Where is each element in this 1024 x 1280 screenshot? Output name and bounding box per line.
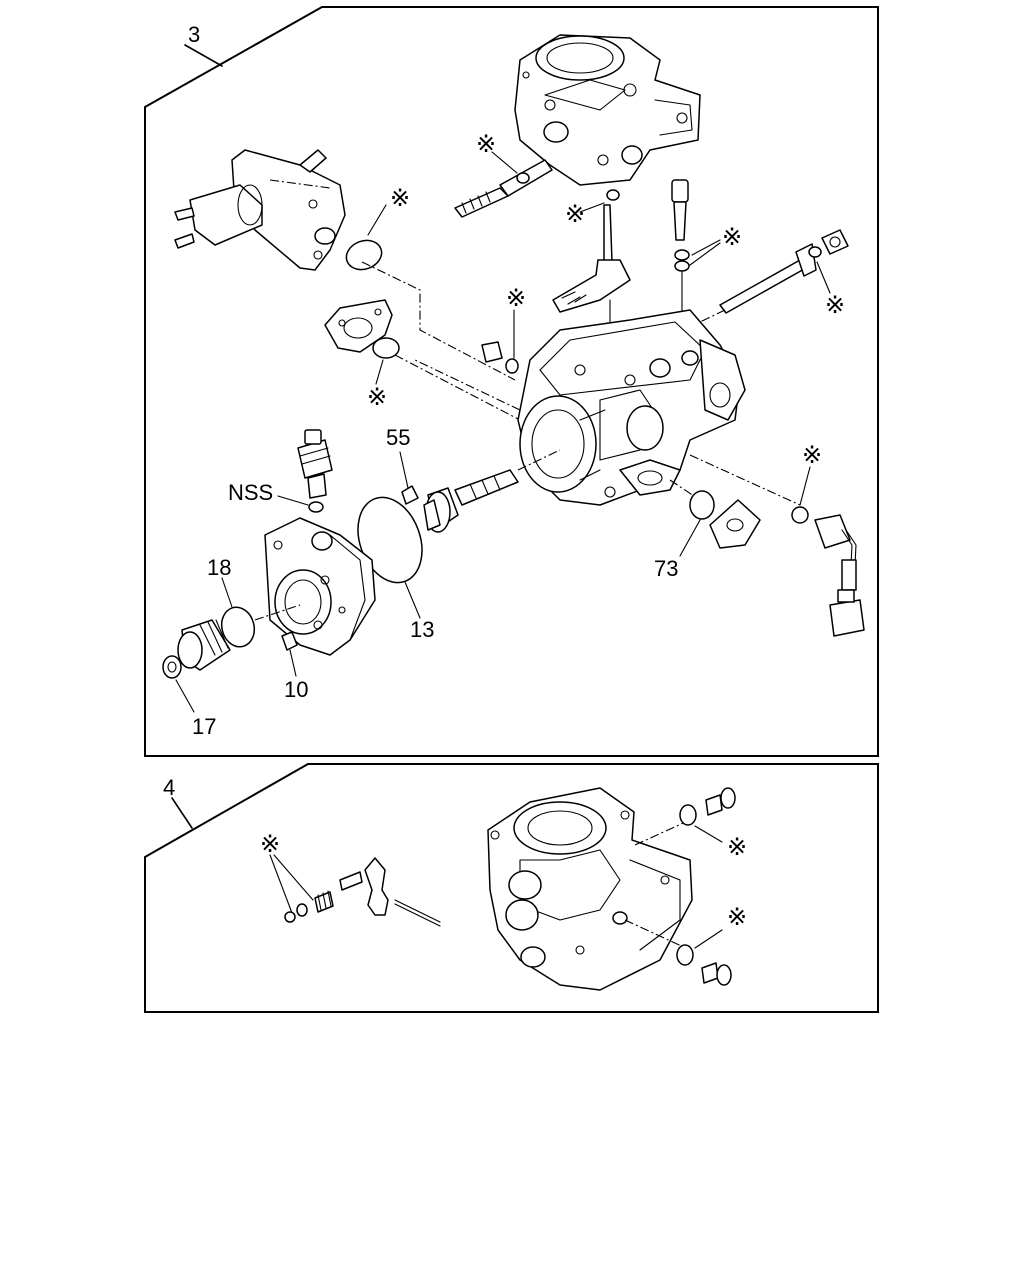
- washer: [284, 911, 296, 923]
- guide-line: [394, 354, 521, 421]
- star-leader: [694, 825, 723, 843]
- star-marker: ※: [260, 830, 280, 858]
- guide-line: [517, 449, 561, 471]
- label-leader-18: [221, 577, 233, 608]
- washer-17: [162, 655, 182, 679]
- label-leader-55: [399, 451, 409, 489]
- guide-line: [269, 179, 331, 189]
- gasket-plate-part: [324, 299, 393, 353]
- o-ring-13: [357, 496, 423, 584]
- star-leader: [273, 854, 314, 901]
- sensor-connector-part: [814, 514, 865, 637]
- panel-3-leader: [184, 44, 223, 67]
- callout-nss: NSS: [228, 480, 273, 505]
- star-marker: ※: [367, 383, 387, 411]
- washer: [505, 358, 519, 374]
- check-valve-part: [297, 429, 333, 499]
- o-ring: [674, 260, 690, 272]
- star-leader: [269, 854, 293, 914]
- pump-body-part: [517, 309, 746, 506]
- callout-10: 10: [284, 677, 308, 702]
- bolt-part: [671, 179, 689, 241]
- spring-part: [314, 890, 334, 913]
- guide-line: [634, 819, 691, 846]
- hose-fitting-part: [454, 159, 553, 218]
- washer: [679, 804, 697, 826]
- o-ring: [808, 246, 822, 258]
- guide-line: [254, 604, 301, 621]
- star-marker: ※: [390, 184, 410, 212]
- star-leader: [491, 151, 518, 174]
- star-leader: [375, 359, 384, 385]
- guide-line: [414, 359, 521, 411]
- drive-shaft-part: [423, 469, 519, 533]
- guide-line: [361, 261, 516, 381]
- guide-line: [699, 309, 726, 323]
- star-marker: ※: [825, 291, 845, 319]
- o-ring-18: [220, 606, 256, 648]
- panel-3-frame: [144, 6, 879, 757]
- o-ring: [606, 189, 620, 201]
- star-leader: [691, 239, 721, 256]
- star-marker: ※: [802, 441, 822, 469]
- label-leader-17: [175, 679, 195, 713]
- star-leader: [799, 466, 811, 506]
- label-leader-73: [679, 519, 701, 557]
- star-leader: [689, 242, 721, 266]
- star-leader: [694, 929, 723, 949]
- lever-part: [339, 857, 441, 927]
- star-marker: ※: [476, 130, 496, 158]
- screw-part: [481, 341, 503, 363]
- plug-part: [177, 619, 231, 671]
- star-leader: [367, 204, 387, 236]
- valve-spring-part: [552, 204, 631, 313]
- o-ring-73: [689, 490, 715, 520]
- star-marker: ※: [506, 284, 526, 312]
- pin-55: [401, 485, 419, 505]
- panel-3-number: 3: [188, 22, 200, 47]
- callout-73: 73: [654, 556, 678, 581]
- washer: [676, 944, 694, 966]
- end-cover-part: [264, 517, 376, 656]
- star-marker: ※: [727, 903, 747, 931]
- pump-housing-part: [487, 787, 693, 991]
- screw-lower-part: [701, 962, 732, 986]
- star-marker: ※: [565, 200, 585, 228]
- callout-18: 18: [207, 555, 231, 580]
- solenoid-assembly-part: [174, 149, 346, 271]
- o-ring-nss: [308, 501, 324, 513]
- o-ring-large: [345, 239, 383, 271]
- star-leader: [816, 261, 831, 294]
- label-leader-10: [289, 649, 297, 677]
- panel-4-frame: [144, 763, 879, 1013]
- guide-line: [624, 919, 691, 951]
- label-leader-13: [404, 581, 421, 619]
- panel-4-number: 4: [163, 775, 175, 800]
- o-ring: [516, 172, 530, 184]
- nut-10: [281, 631, 298, 651]
- upper-housing-part: [514, 34, 701, 186]
- callout-17: 17: [192, 714, 216, 739]
- ball-part: [296, 903, 308, 917]
- o-ring: [791, 506, 809, 524]
- callout-13: 13: [410, 617, 434, 642]
- o-ring: [674, 249, 690, 261]
- callout-55: 55: [386, 425, 410, 450]
- panel-4-leader: [171, 797, 193, 829]
- star-leader: [579, 202, 605, 213]
- screw-upper-part: [705, 787, 736, 816]
- star-marker: ※: [722, 223, 742, 251]
- guide-line: [689, 454, 801, 506]
- o-ring: [372, 337, 400, 359]
- label-leader-nss: [277, 495, 309, 506]
- cover-plate-part: [709, 499, 761, 549]
- star-marker: ※: [727, 833, 747, 861]
